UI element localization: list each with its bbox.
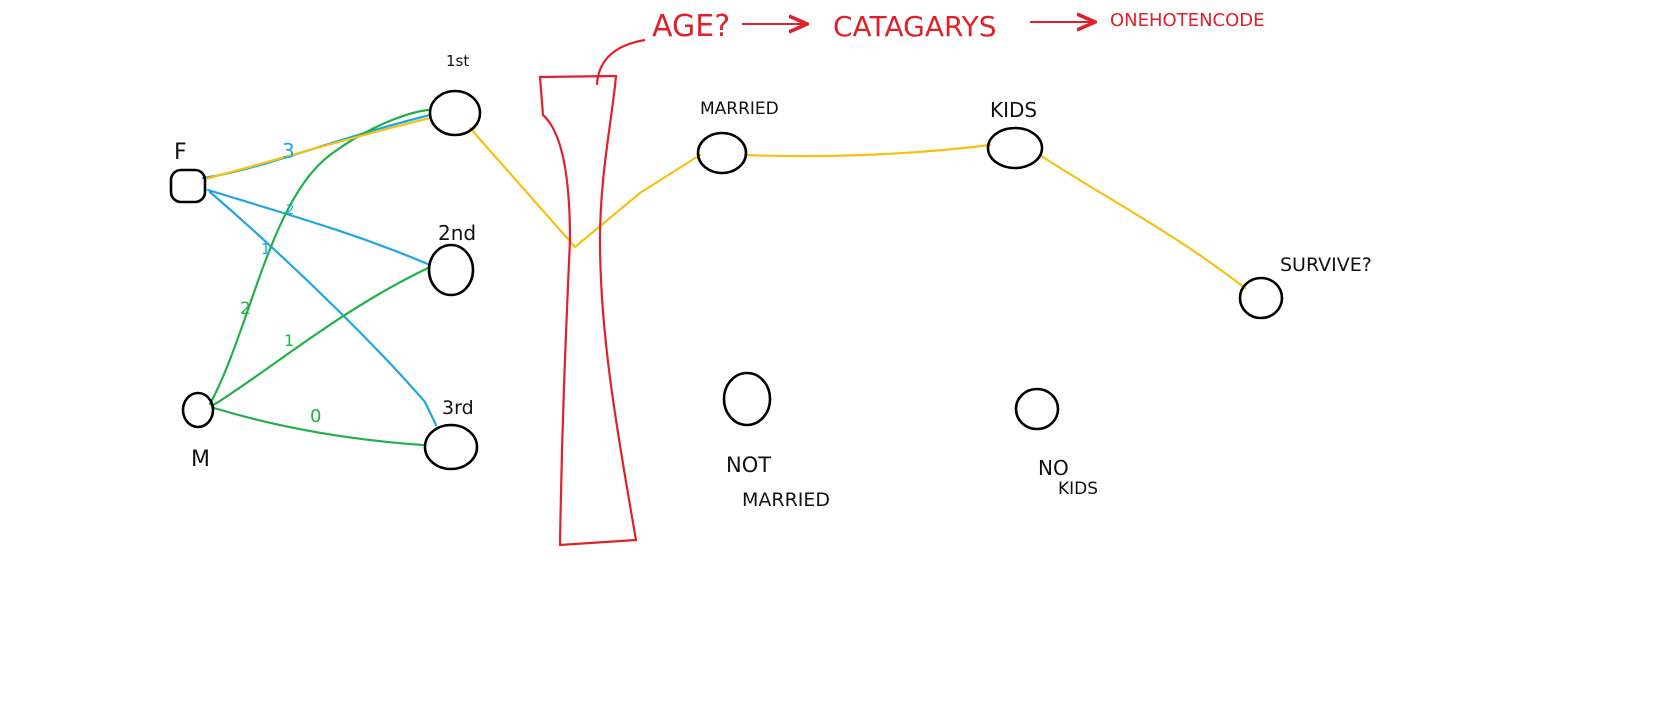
path-age-to-married [573,153,702,249]
node-married [696,131,748,175]
weight-male-first: 2 [240,299,251,319]
edge-female-third [208,190,438,427]
node-no-kids [1014,387,1060,431]
node-not-married [722,371,772,427]
path-first-to-age [468,126,577,249]
label-male: M [191,447,210,472]
label-not-married-2: MARRIED [742,489,830,511]
path-married-to-kids [743,143,992,158]
node-kids [986,126,1044,170]
weight-female-third: 1 [261,240,271,258]
age-bar [538,74,638,547]
node-first-class [428,89,482,137]
label-female: F [174,140,187,165]
weight-female-first: 3 [282,139,295,163]
path-kids-to-survive [1038,153,1247,290]
node-second-class [427,243,475,297]
label-survive: SURVIVE? [1280,254,1372,276]
label-no-kids-1: NO [1038,456,1069,480]
label-second-class: 2nd [438,221,476,245]
edge-male-first [208,108,430,406]
label-married: MARRIED [700,99,779,119]
weight-female-second: 2 [286,203,294,218]
annotation-categories: CATAGARYS [833,10,997,43]
label-not-married-1: NOT [726,453,771,477]
age-pointer [595,38,646,86]
node-survive [1238,276,1284,320]
edge-male-third [212,406,425,447]
node-female [169,168,207,204]
label-third-class: 3rd [442,397,474,419]
node-third-class [423,423,479,471]
annotation-age: AGE? [652,9,730,44]
label-kids: KIDS [990,98,1037,122]
weight-male-second: 1 [284,331,294,350]
label-first-class: 1st [446,52,469,70]
node-male [181,391,215,429]
annotation-encoding: ONEHOTENCODE [1110,10,1265,31]
edge-male-second [210,266,430,408]
path-female-first [203,116,432,181]
weight-male-third: 0 [310,406,321,427]
label-no-kids-2: KIDS [1058,479,1098,499]
edge-female-second [206,188,432,267]
